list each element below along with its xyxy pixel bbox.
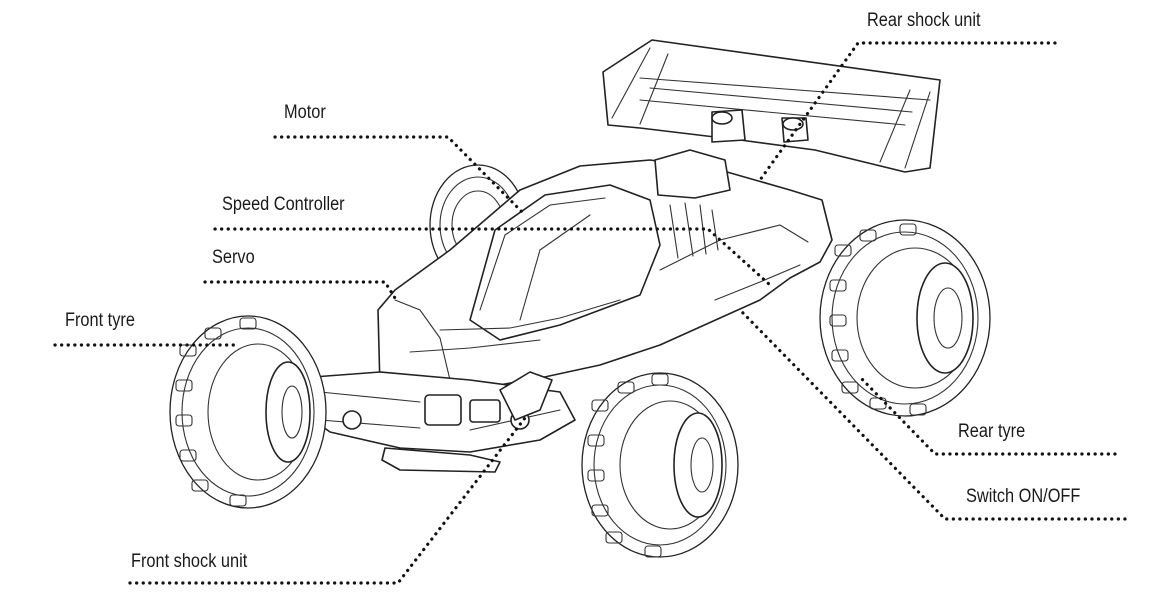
front-right-tyre-illustration [581,372,739,558]
label-front-shock-unit: Front shock unit [131,551,248,572]
front-chassis-illustration [299,371,576,473]
label-speed-controller: Speed Controller [222,194,345,215]
front-left-tyre-illustration [169,315,327,509]
leader-lines [53,41,1127,585]
rear-wing-illustration [602,39,941,173]
leader-motor [273,135,527,217]
rear-right-tyre-illustration [819,219,991,417]
leader-rear-tyre [856,373,1117,456]
leader-servo [203,280,397,300]
label-front-tyre: Front tyre [65,310,135,331]
label-switch: Switch ON/OFF [966,486,1081,507]
label-motor: Motor [284,102,326,123]
leader-speed-controller [213,227,772,287]
leader-switch [740,310,1127,521]
body-shell-illustration [377,149,833,393]
label-servo: Servo [212,247,255,268]
label-rear-tyre: Rear tyre [958,421,1026,442]
leader-rear-shock-unit [758,41,1057,182]
label-rear-shock-unit: Rear shock unit [867,10,981,31]
